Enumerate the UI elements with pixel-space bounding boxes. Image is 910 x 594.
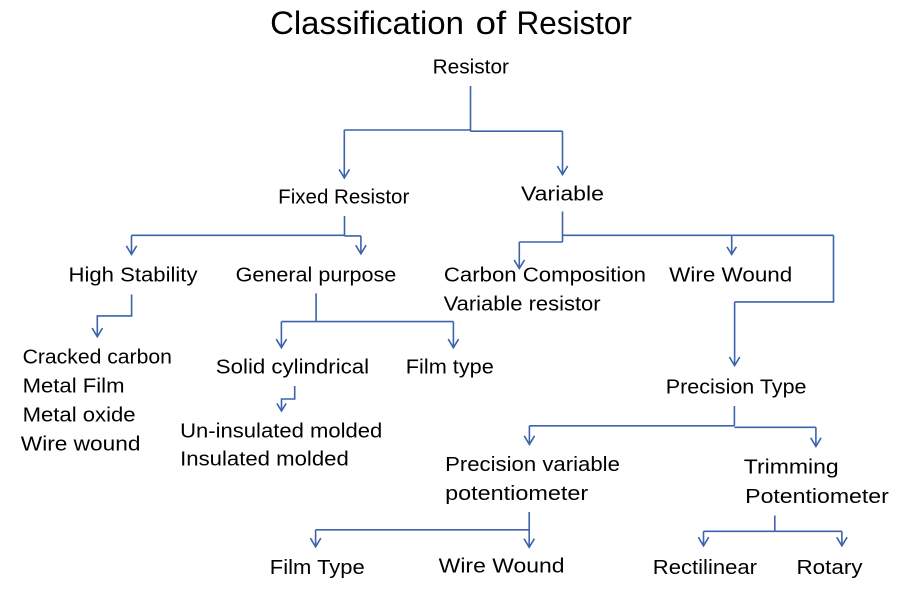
svg-text:Potentiometer: Potentiometer [745, 486, 889, 508]
svg-text:Rectilinear: Rectilinear [653, 557, 758, 579]
svg-text:Film Type: Film Type [270, 557, 365, 579]
svg-text:Resistor: Resistor [517, 4, 633, 41]
svg-text:of: of [476, 4, 508, 41]
svg-text:Trimming: Trimming [744, 457, 839, 479]
svg-text:Cracked carbon: Cracked carbon [23, 347, 172, 369]
svg-text:Wire Wound: Wire Wound [669, 265, 792, 287]
svg-text:potentiometer: potentiometer [445, 483, 588, 505]
svg-text:Precision Type: Precision Type [666, 377, 807, 399]
svg-text:Metal oxide: Metal oxide [23, 405, 136, 427]
svg-text:Variable resistor: Variable resistor [444, 293, 601, 315]
svg-text:Wire wound: Wire wound [21, 434, 141, 456]
svg-text:General purpose: General purpose [236, 265, 397, 287]
svg-text:Film type: Film type [406, 357, 494, 379]
svg-text:Rotary: Rotary [797, 557, 863, 579]
svg-text:Un-insulated molded: Un-insulated molded [180, 421, 382, 443]
svg-text:Variable: Variable [521, 184, 604, 206]
svg-text:Resistor: Resistor [433, 57, 510, 79]
svg-text:Solid cylindrical: Solid cylindrical [216, 357, 369, 379]
svg-text:Insulated molded: Insulated molded [180, 449, 349, 471]
svg-text:Metal Film: Metal Film [23, 376, 125, 398]
svg-text:High Stability: High Stability [69, 265, 198, 287]
svg-text:Classification: Classification [270, 4, 464, 41]
svg-text:Fixed Resistor: Fixed Resistor [278, 187, 409, 209]
svg-text:Carbon Composition: Carbon Composition [444, 265, 646, 287]
svg-text:Precision variable: Precision variable [445, 454, 620, 476]
svg-text:Wire Wound: Wire Wound [439, 556, 565, 578]
